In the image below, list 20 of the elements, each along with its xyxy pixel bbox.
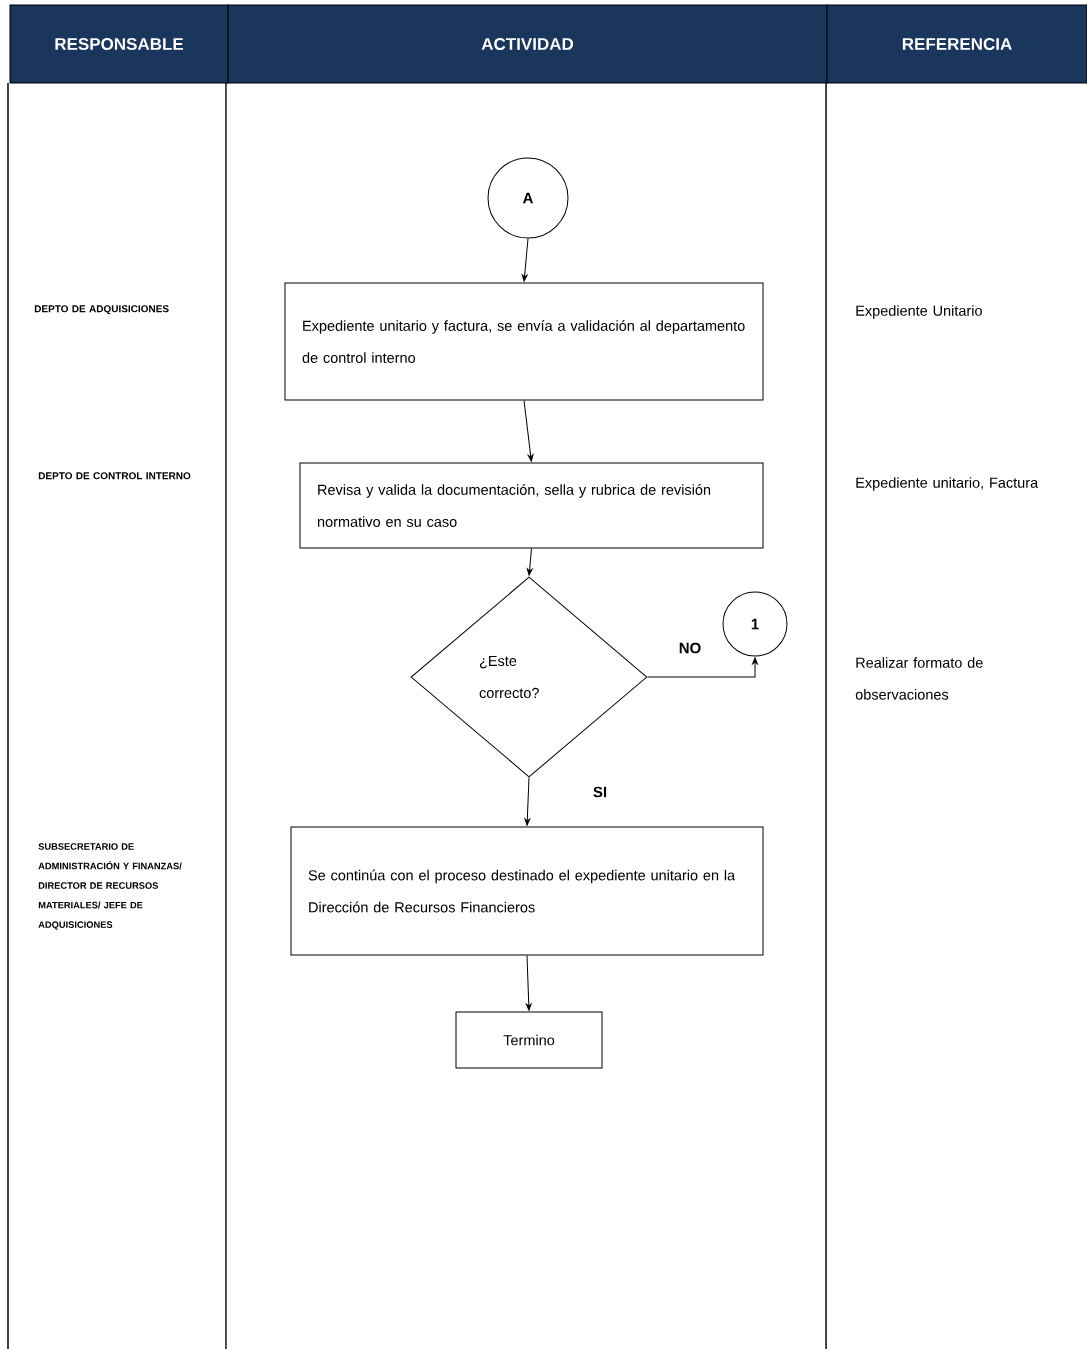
header-cell: RESPONSABLE xyxy=(9,4,229,84)
edge-label: NO xyxy=(677,641,703,655)
arrow xyxy=(524,777,531,826)
role-label: DEPTO DE ADQUISICIONES xyxy=(34,305,169,315)
reference-text: Expediente unitario, Factura xyxy=(856,477,1039,491)
role-label: SUBSECRETARIO DE ADMINISTRACIÓN Y FINANZAS/ DIRECTOR DE RECURSOS MATERIALES/ JEFE DE ADQUISICIONES xyxy=(38,843,182,930)
arrow xyxy=(526,548,533,576)
process-box: Termino xyxy=(455,1011,603,1069)
arrow xyxy=(523,400,534,462)
process-box: Se continúa con el proceso destinado el expediente unitario en la Dirección de Recursos Financieros xyxy=(290,826,764,956)
edge-label: SI xyxy=(591,785,609,799)
arrow xyxy=(647,657,758,678)
header-cell: REFERENCIA xyxy=(826,4,1087,84)
reference-text: Expediente Unitario xyxy=(856,305,982,319)
reference-text: Realizar formato de observaciones xyxy=(855,657,983,700)
process-box: Revisa y valida la documentación, sella y rubrica de revisión normativo en su caso xyxy=(299,462,764,549)
role-label: DEPTO DE CONTROL INTERNO xyxy=(38,472,191,480)
arrow xyxy=(525,955,532,1011)
arrow xyxy=(521,238,529,282)
process-box: Expediente unitario y factura, se envía a validación al departamento de control interno xyxy=(284,282,764,401)
